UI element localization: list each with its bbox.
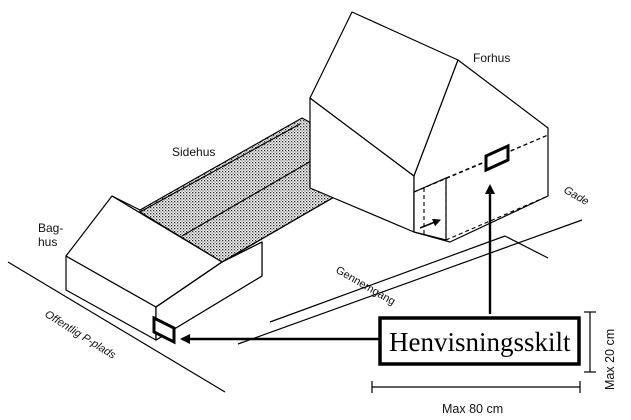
baghus-label-line1: Bag- bbox=[38, 221, 63, 235]
forhus-building bbox=[309, 11, 549, 243]
gade-label: Gade bbox=[562, 184, 591, 208]
gennemgang-arrow bbox=[419, 218, 441, 229]
gennemgang-label: Gennemgang bbox=[334, 264, 398, 308]
sign-pointer-arrows bbox=[180, 184, 495, 344]
max-width-label: Max 80 cm bbox=[442, 402, 503, 416]
sidehus-label: Sidehus bbox=[172, 145, 215, 159]
henvisningsskilt-label: Henvisningsskilt bbox=[389, 327, 571, 357]
width-dimension: Max 80 cm bbox=[371, 381, 581, 416]
baghus-sign-plate bbox=[152, 315, 176, 345]
forhus-sign-plate bbox=[484, 143, 510, 173]
baghus-label-line2: hus bbox=[38, 235, 57, 249]
height-dimension: Max 20 cm bbox=[584, 311, 617, 390]
max-height-label: Max 20 cm bbox=[603, 329, 617, 390]
offentlig-p-plads-label: Offentlig P-plads bbox=[42, 308, 118, 362]
baghus-building bbox=[65, 195, 263, 341]
forhus-label: Forhus bbox=[473, 51, 510, 65]
henvisningsskilt-box: Henvisningsskilt bbox=[378, 316, 581, 366]
ground-lines bbox=[7, 219, 583, 393]
